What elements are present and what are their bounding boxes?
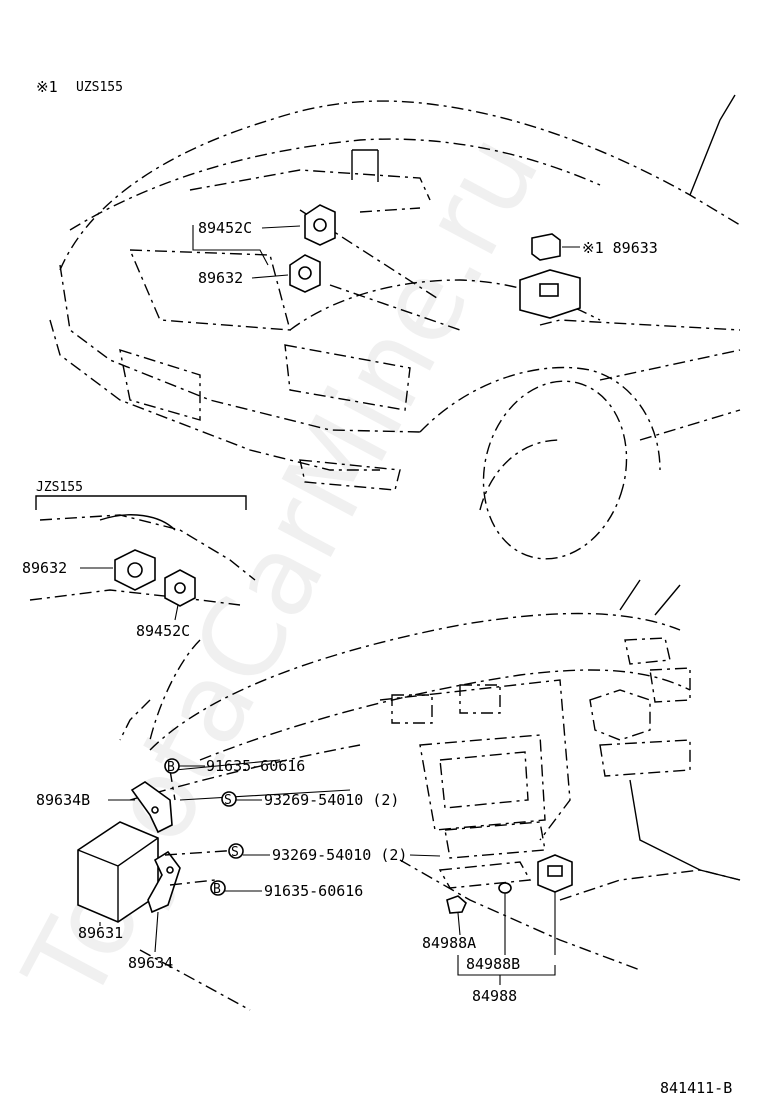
label-89633: ※1 89633 <box>582 239 658 257</box>
car-front-drawing <box>49 94 741 560</box>
inset-drawing <box>29 514 256 607</box>
marker-b-2 <box>210 880 226 896</box>
marker-s-1-letter: S <box>224 793 232 808</box>
label-93269-b: 93269-54010 (2) <box>272 846 407 864</box>
clip-small-shape <box>498 882 512 894</box>
label-93269-a: 93269-54010 (2) <box>264 791 399 809</box>
inset-title: JZS155 <box>36 480 83 495</box>
label-84988: 84988 <box>472 987 517 1005</box>
marker-s-2-letter: S <box>231 845 239 860</box>
label-91635-b: 91635-60616 <box>264 882 363 900</box>
label-89452c-inset: 89452C <box>136 622 190 640</box>
marker-s-1 <box>221 791 237 807</box>
clip-84988a-shape <box>446 895 467 914</box>
label-84988b: 84988B <box>466 955 520 973</box>
label-89452c-top: 89452C <box>198 219 252 237</box>
relay-89633-shape <box>531 233 561 261</box>
label-89631: 89631 <box>78 924 123 942</box>
label-89632-top: 89632 <box>198 269 243 287</box>
marker-s-2 <box>228 843 244 859</box>
bracket-89634b-shape <box>130 781 173 834</box>
label-89634: 89634 <box>128 954 173 972</box>
label-89634b: 89634B <box>36 791 90 809</box>
marker-b-2-letter: B <box>213 882 221 897</box>
label-91635-a: 91635-60616 <box>206 757 305 775</box>
label-84988a: 84988A <box>422 934 476 952</box>
inset-bracket <box>35 495 247 510</box>
marker-b-1-letter: B <box>167 760 175 775</box>
figure-id: 841411-B <box>660 1079 732 1097</box>
note-model: UZS155 <box>76 80 123 95</box>
note-mark: ※1 <box>36 78 58 96</box>
dashboard-drawing <box>77 579 741 1011</box>
label-89632-inset: 89632 <box>22 559 67 577</box>
